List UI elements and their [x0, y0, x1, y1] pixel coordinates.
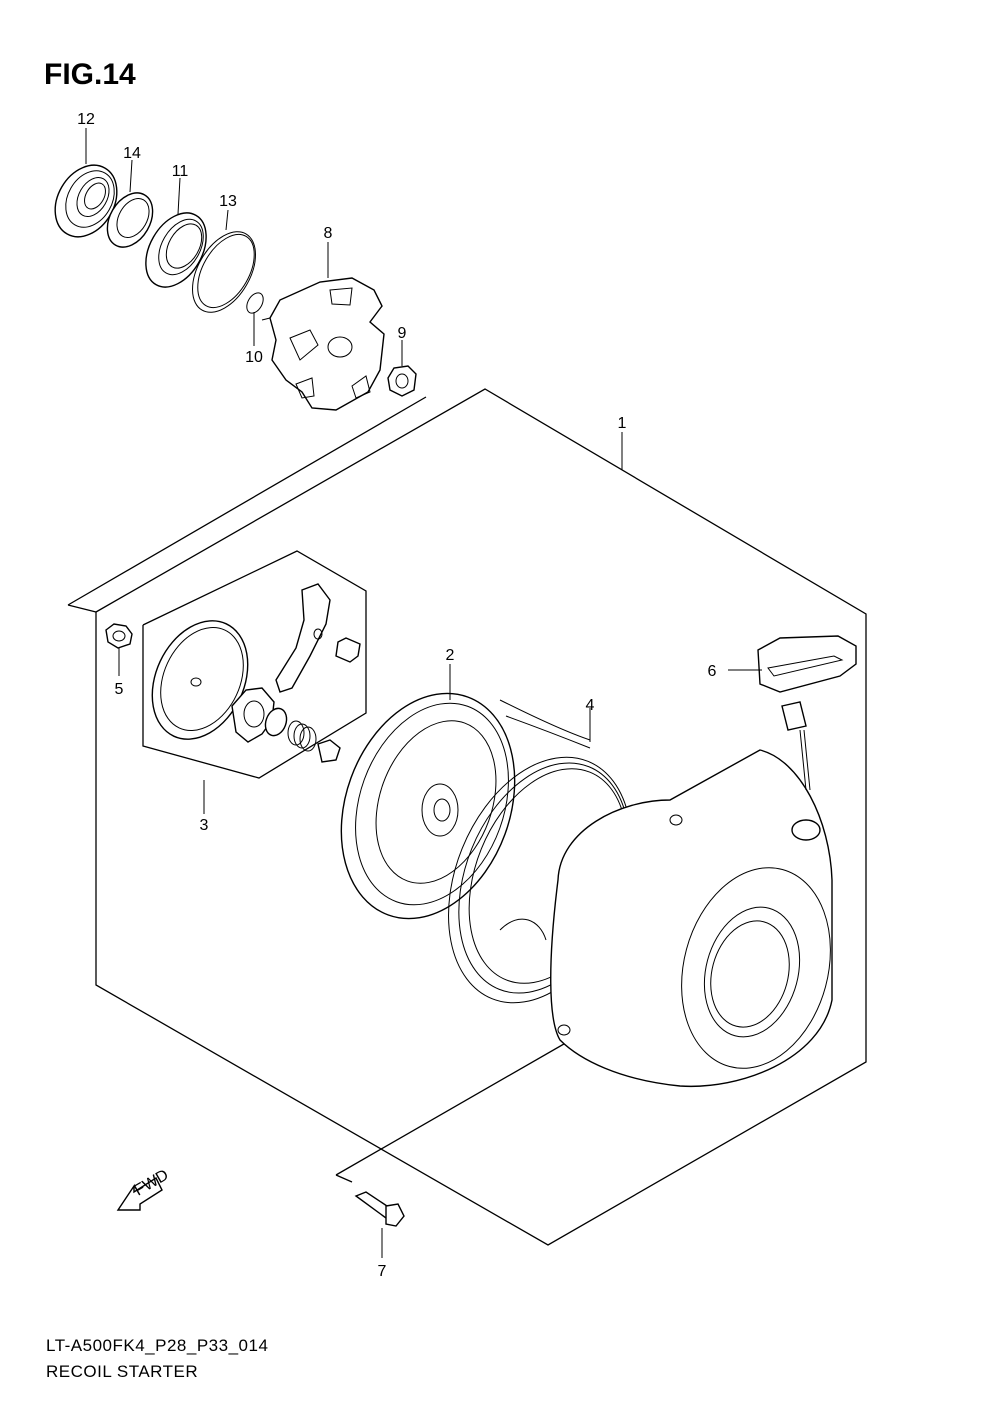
- callout-11: 11: [172, 163, 189, 180]
- ratchet-components-part-3: [151, 583, 361, 763]
- bolt-part-5: [105, 623, 133, 649]
- pulley-part-8: [261, 277, 385, 411]
- callout-4: 4: [586, 697, 595, 714]
- callout-3: 3: [200, 817, 209, 834]
- callout-5: 5: [115, 681, 124, 698]
- callout-8: 8: [324, 225, 333, 242]
- callout-14: 14: [123, 145, 141, 162]
- o-ring-part-13: [192, 231, 256, 313]
- nut-part-9: [387, 365, 417, 397]
- callout-13: 13: [219, 193, 237, 210]
- callout-2: 2: [446, 647, 455, 664]
- callout-7: 7: [378, 1263, 387, 1280]
- bolt-part-7: [354, 1191, 405, 1227]
- callout-leaders: [85, 128, 762, 1258]
- callout-6: 6: [708, 663, 717, 680]
- model-code: LT-A500FK4_P28_P33_014: [46, 1336, 269, 1355]
- callout-numbers: 1 2 3 4 5 6 7 8 9 10 11 12 13 14: [77, 111, 716, 1280]
- callout-10: 10: [245, 349, 263, 366]
- callout-9: 9: [398, 325, 407, 342]
- figure-title: FIG.14: [44, 58, 136, 91]
- callout-12: 12: [77, 111, 95, 128]
- ratchet-subassembly-box: [142, 550, 367, 779]
- section-name: RECOIL STARTER: [46, 1362, 199, 1381]
- assembly-outline: [67, 388, 867, 1246]
- reel-part-2: [340, 692, 591, 920]
- spacer-part-14: [106, 192, 154, 248]
- fwd-arrow-icon: FWD: [116, 1167, 172, 1211]
- starter-handle-part-6: [757, 635, 857, 841]
- starter-housing: [550, 749, 833, 1088]
- oil-seal-part-11: [145, 212, 207, 288]
- callout-1: 1: [618, 415, 627, 432]
- small-o-ring-part-10: [246, 292, 264, 314]
